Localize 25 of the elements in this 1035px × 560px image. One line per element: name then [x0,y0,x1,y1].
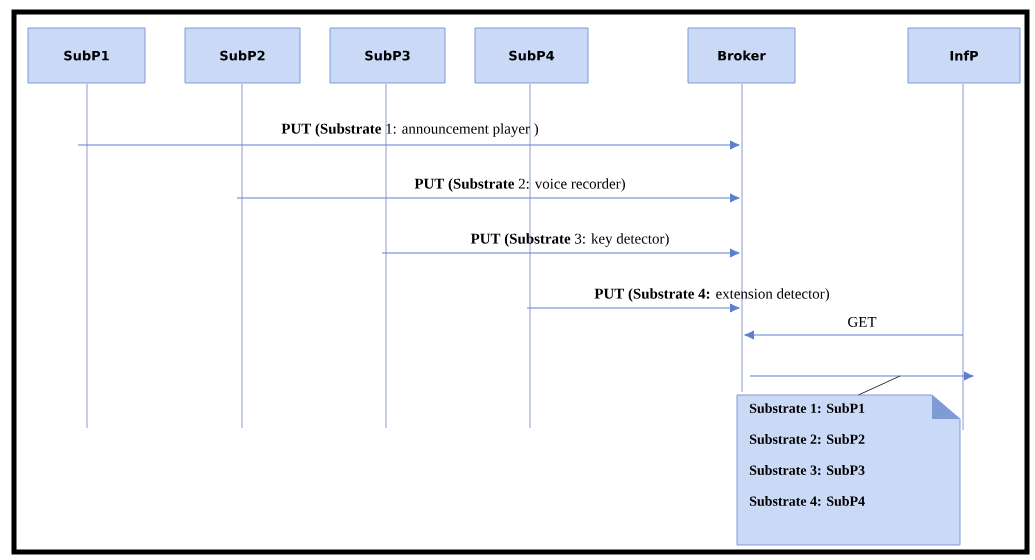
lifeline [962,84,964,430]
message-label: PUT (Substrate 3: key detector) [470,233,669,247]
message-arrow [77,140,740,150]
lifeline [529,84,531,428]
lifeline-box: SubP1 [27,27,146,84]
lifeline [241,84,243,428]
lifeline [741,84,743,392]
message-arrow [381,248,740,258]
note: Substrate 1: SubP1 Substrate 2: SubP2 Substrate 3: SubP3 Substrate 4: SubP4 [736,394,961,546]
message-arrow [526,303,740,313]
message-arrow [236,193,740,203]
lifeline-box: SubP3 [329,27,446,84]
lifeline-box: Broker [687,27,796,84]
lifeline [86,84,88,428]
message-arrow [749,371,974,381]
lifeline-box: SubP2 [184,27,301,84]
message-label: PUT (Substrate 2: voice recorder) [414,178,625,192]
leader-line [858,375,901,396]
lifeline [385,84,387,428]
message-label: PUT (Substrate 1: announcement player ) [281,123,538,137]
lifeline-box: InfP [907,27,1021,84]
message-label: GET [848,317,877,327]
message-label: PUT (Substrate 4: extension detector) [594,288,829,302]
lifeline-box: SubP4 [474,27,589,84]
message-arrow [744,330,964,340]
